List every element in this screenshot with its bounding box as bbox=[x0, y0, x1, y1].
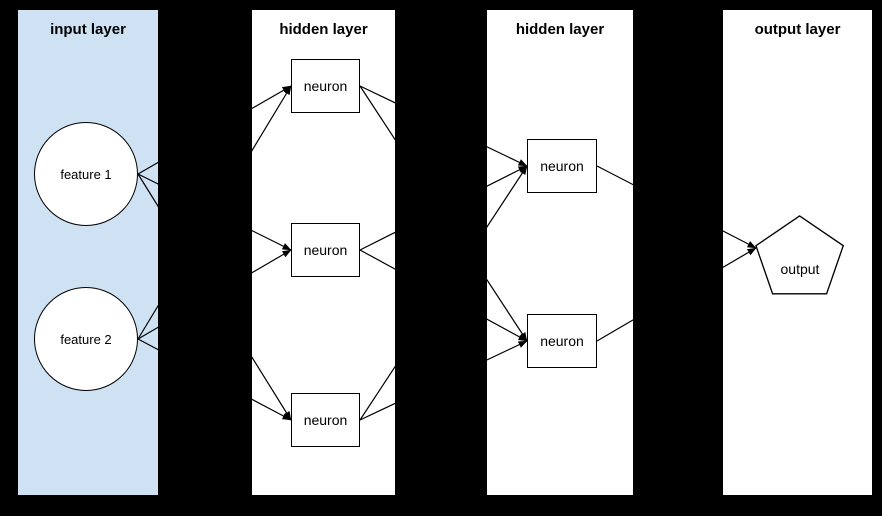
layer-panel-input[interactable] bbox=[18, 10, 158, 495]
node-neuron-h1-3[interactable]: neuron bbox=[291, 393, 360, 447]
node-label: feature 1 bbox=[60, 166, 112, 182]
node-label: neuron bbox=[303, 78, 348, 94]
node-neuron-h1-1[interactable]: neuron bbox=[291, 59, 360, 113]
gap-mask-1 bbox=[158, 0, 252, 516]
layer-title-hidden-1: hidden layer bbox=[279, 21, 368, 38]
node-label: feature 2 bbox=[60, 331, 112, 347]
node-label: neuron bbox=[303, 242, 348, 258]
layer-panel-hidden-2[interactable] bbox=[487, 10, 633, 495]
node-neuron-h2-2[interactable]: neuron bbox=[527, 314, 597, 368]
node-label: neuron bbox=[540, 158, 584, 174]
layer-title-hidden-2: hidden layer bbox=[515, 21, 605, 38]
node-label: output bbox=[780, 261, 820, 277]
node-label: neuron bbox=[303, 412, 348, 428]
node-neuron-h1-2[interactable]: neuron bbox=[291, 223, 360, 277]
layer-title-output: output layer bbox=[754, 21, 841, 38]
node-neuron-h2-1[interactable]: neuron bbox=[527, 139, 597, 193]
gap-mask-3 bbox=[633, 0, 723, 516]
node-feature-1[interactable]: feature 1 bbox=[34, 122, 138, 226]
layer-title-input: input layer bbox=[50, 21, 126, 38]
node-feature-2[interactable]: feature 2 bbox=[34, 287, 138, 391]
pentagon-shape bbox=[755, 215, 845, 295]
node-output-pentagon[interactable]: output bbox=[749, 215, 850, 303]
gap-mask-2 bbox=[395, 0, 487, 516]
node-label: neuron bbox=[540, 333, 584, 349]
